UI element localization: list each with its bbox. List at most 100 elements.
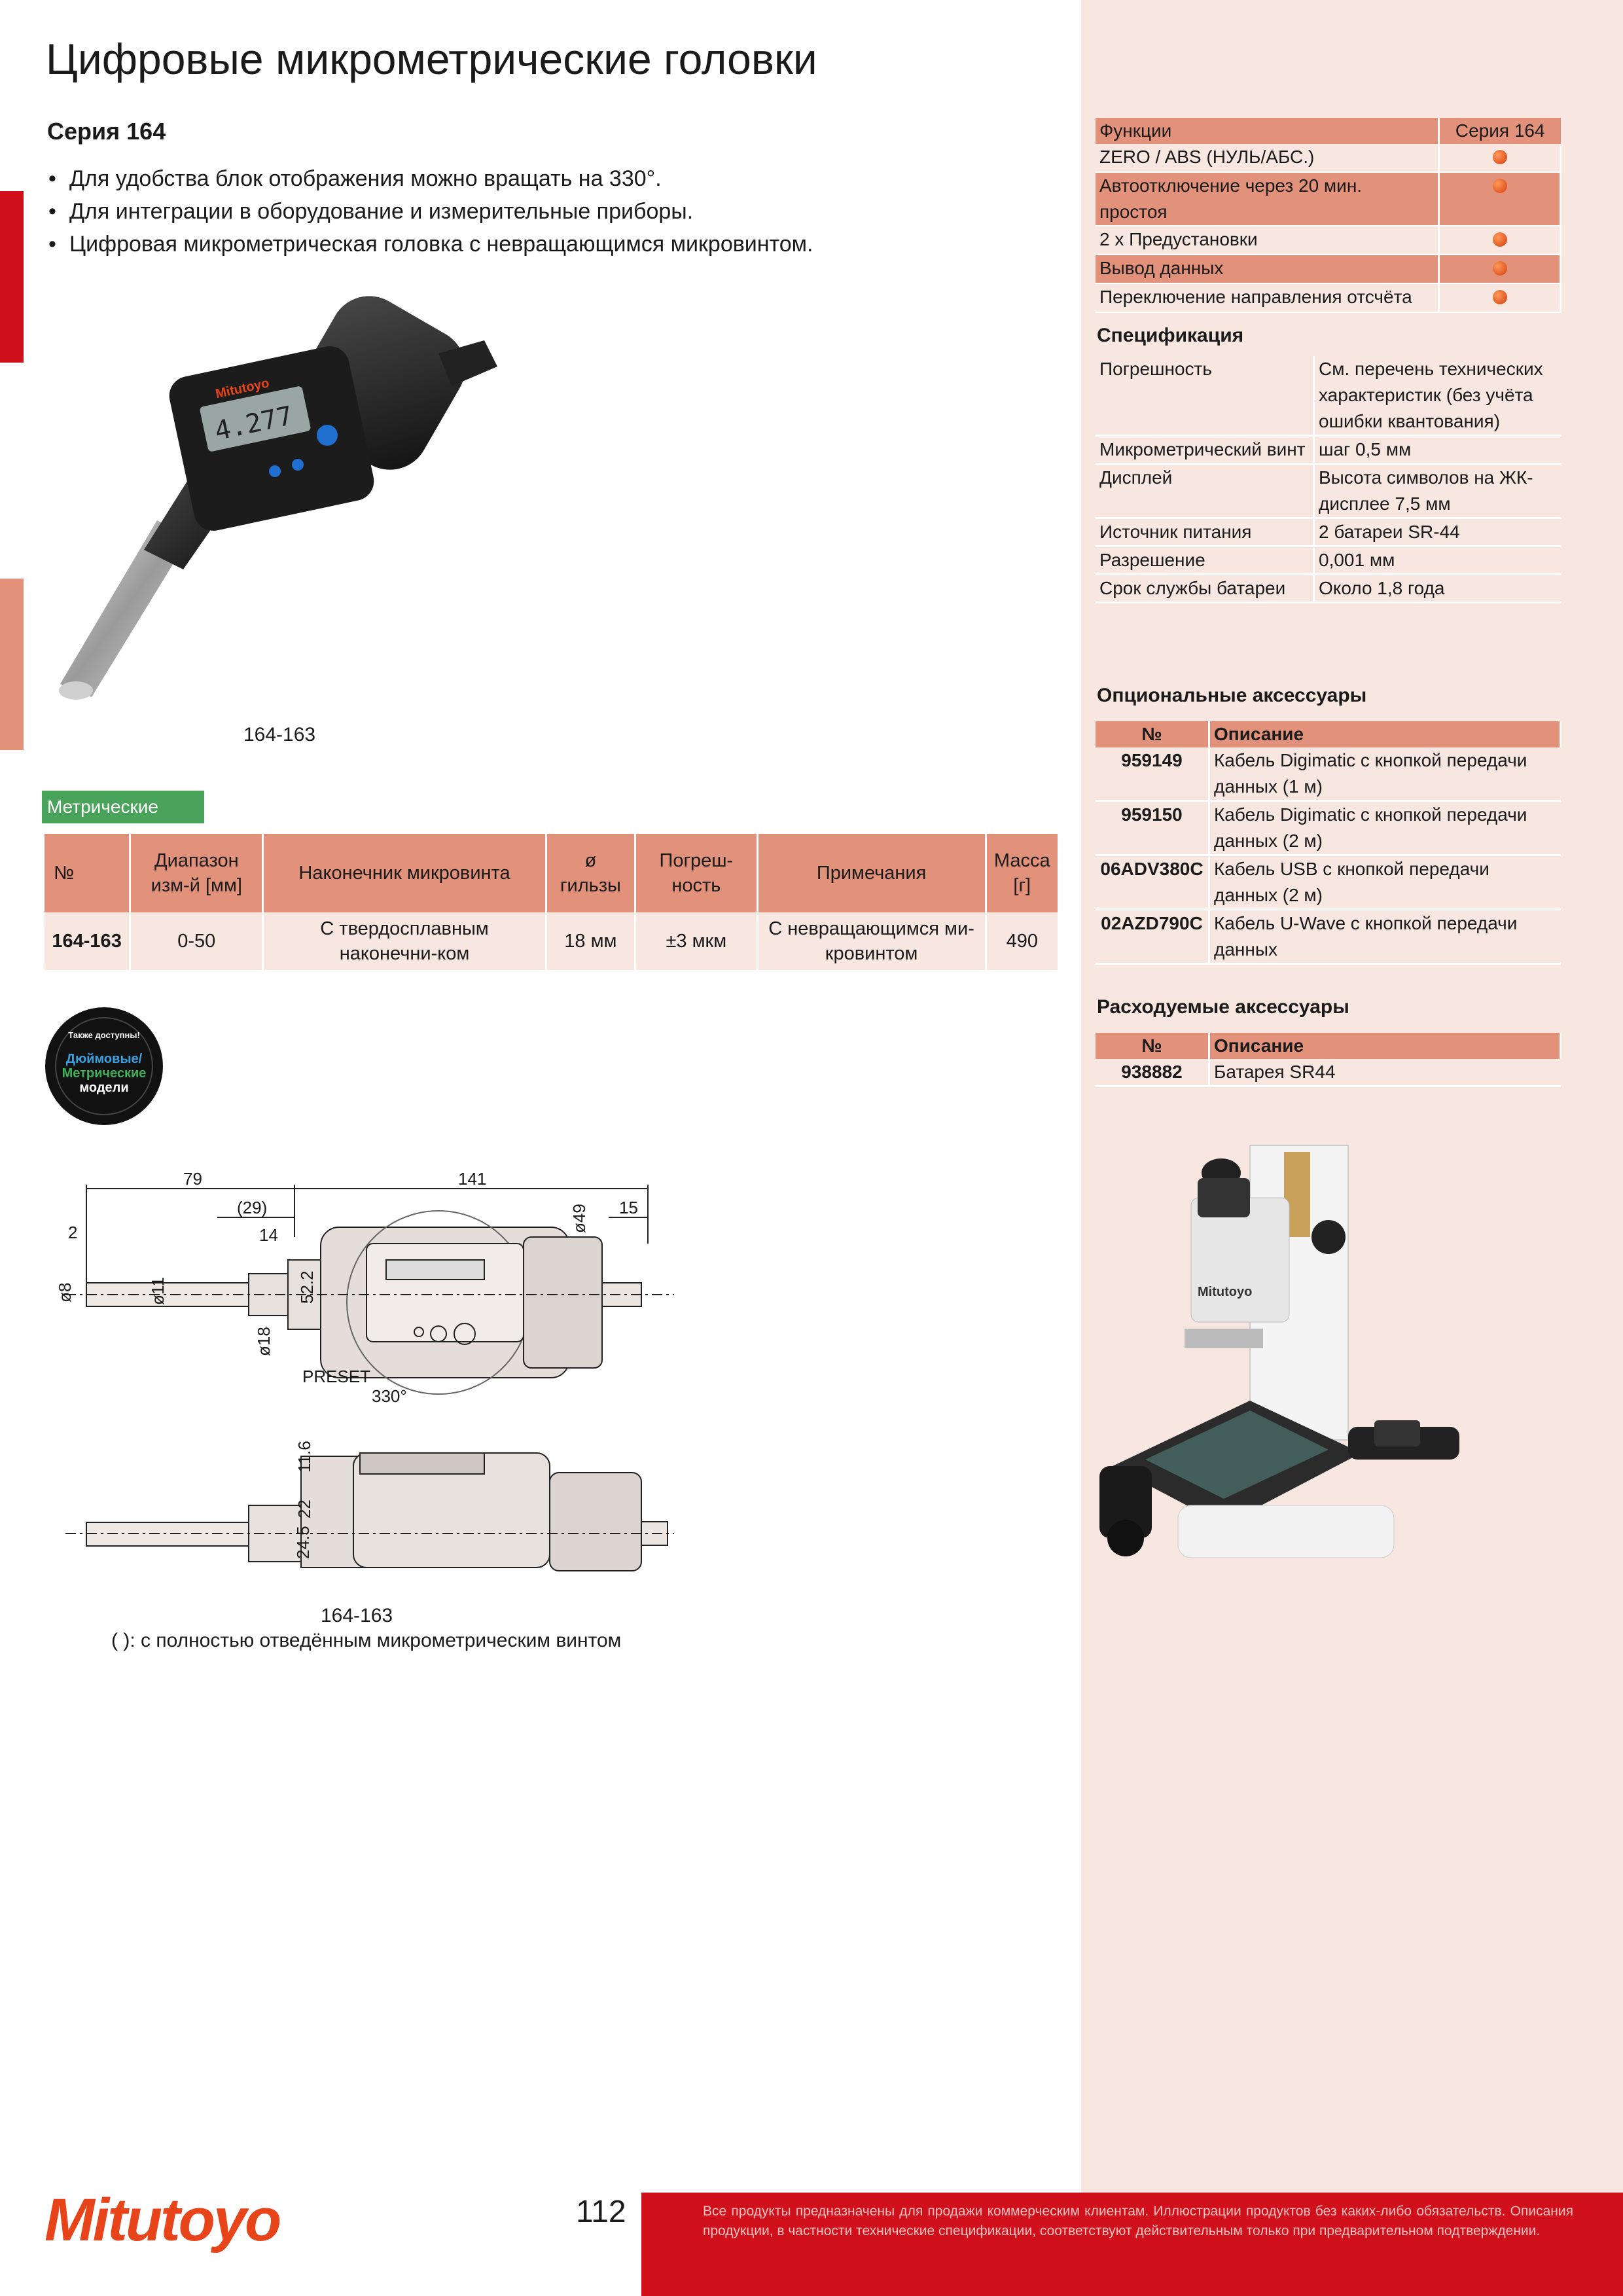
cell: 490: [986, 912, 1058, 970]
table-row: Автоотключение через 20 мин. простоя: [1096, 172, 1561, 226]
label-preset: PRESET: [302, 1367, 370, 1386]
functions-table: Функции Серия 164 ZERO / ABS (НУЛЬ/АБС.)…: [1096, 118, 1561, 313]
cell: 0,001 мм: [1313, 546, 1561, 575]
badge-line2: Метрические: [62, 1066, 147, 1081]
col-header: Описание: [1209, 1033, 1561, 1059]
availability-badge: Также доступны! Дюймовые/ Метрические мо…: [45, 1007, 163, 1125]
cell: 959149: [1096, 747, 1210, 802]
cell: ZERO / ABS (НУЛЬ/АБС.): [1096, 144, 1440, 173]
cell: Разрешение: [1096, 546, 1315, 575]
cell: Вывод данных: [1096, 255, 1440, 284]
cell: 938882: [1096, 1059, 1210, 1087]
cell: 2 батареи SR-44: [1313, 518, 1561, 547]
feature-item: Для удобства блок отображения можно вращ…: [47, 162, 813, 195]
dim-d18: ø18: [254, 1327, 274, 1356]
cell: Срок службы батареи: [1096, 574, 1315, 603]
cell: См. перечень технических характеристик (…: [1313, 356, 1561, 437]
badge-line1: Дюймовые/: [66, 1052, 143, 1066]
dim-24-5: 24.5: [293, 1526, 313, 1559]
cell: Погрешность: [1096, 356, 1315, 437]
dim-d8: ø8: [55, 1283, 75, 1302]
feature-item: Цифровая микрометрическая головка с невр…: [47, 228, 813, 260]
cell: Автоотключение через 20 мин. простоя: [1096, 172, 1440, 226]
cell: Кабель Digimatic с кнопкой передачи данн…: [1209, 747, 1561, 802]
col-header: Функции: [1096, 118, 1440, 144]
badge-top: Также доступны!: [68, 1030, 140, 1040]
footer-disclaimer: Все продукты предназначены для продажи к…: [703, 2204, 1573, 2238]
microscope-image: Mitutoyo: [1099, 1145, 1459, 1558]
col-header: Примечания: [757, 834, 987, 912]
col-header: Серия 164: [1438, 118, 1561, 144]
table-row: 164-163 0-50 С твердосплавным наконечни-…: [45, 912, 1058, 970]
optional-title: Опциональные аксессуары: [1097, 685, 1367, 706]
dim-d11: ø11: [148, 1277, 168, 1305]
dim-15: 15: [619, 1198, 638, 1217]
cell: Переключение направления отсчёта: [1096, 283, 1440, 313]
cell: Кабель USB с кнопкой передачи данных (2 …: [1209, 855, 1561, 910]
available-dot-icon: [1492, 290, 1507, 304]
spec-title: Спецификация: [1097, 325, 1244, 346]
page-title: Цифровые микрометрические головки: [46, 35, 817, 83]
dim-141: 141: [458, 1169, 486, 1189]
drawing-note: ( ): с полностью отведённым микрометриче…: [111, 1630, 622, 1651]
col-header: Масса [г]: [986, 834, 1058, 912]
table-row: Переключение направления отсчёта: [1096, 283, 1561, 313]
cell: С твердосплавным наконечни-ком: [262, 912, 547, 970]
table-row: 2 x Предустановки: [1096, 226, 1561, 255]
cell: Дисплей: [1096, 463, 1315, 519]
cell: 2 x Предустановки: [1096, 226, 1440, 255]
available-dot-icon: [1492, 261, 1507, 276]
metric-tag: Метрические: [42, 791, 204, 823]
page-number: 112: [576, 2195, 626, 2229]
technical-drawing: 79 141 (29) ø49 15 2 14 ø8 ø11 52.2 ø18 …: [55, 1169, 674, 1626]
col-header: Диапазон изм-й [мм]: [130, 834, 264, 912]
available-dot-icon: [1492, 179, 1507, 193]
col-header: Наконечник микровинта: [262, 834, 547, 912]
cell: 02AZD790C: [1096, 909, 1210, 965]
cell: С невращающимся ми-кровинтом: [757, 912, 987, 970]
cell: 06ADV380C: [1096, 855, 1210, 910]
dim-d49: ø49: [569, 1204, 589, 1233]
cell: Источник питания: [1096, 518, 1315, 547]
col-header: №: [45, 834, 132, 912]
table-header-row: № Диапазон изм-й [мм] Наконечник микрови…: [45, 834, 1058, 912]
product-caption: 164-163: [243, 724, 316, 745]
col-header: №: [1096, 721, 1210, 747]
col-header: ø гильзы: [546, 834, 637, 912]
dim-14: 14: [259, 1225, 278, 1245]
dim-29: (29): [237, 1198, 267, 1217]
cell: Кабель U-Wave с кнопкой передачи данных: [1209, 909, 1561, 965]
cell: Высота символов на ЖК-дисплее 7,5 мм: [1313, 463, 1561, 519]
col-header: Погреш-ность: [635, 834, 758, 912]
cell: Микрометрический винт: [1096, 435, 1315, 465]
cell: 18 мм: [546, 912, 637, 970]
label-330: 330°: [372, 1386, 407, 1406]
series-subtitle: Серия 164: [47, 118, 166, 145]
cell: Батарея SR44: [1209, 1059, 1561, 1087]
footer-band: [641, 2193, 1623, 2296]
product-table: № Диапазон изм-й [мм] Наконечник микрови…: [45, 834, 1058, 970]
badge-line3: модели: [79, 1081, 128, 1095]
available-dot-icon: [1492, 150, 1507, 164]
table-row: Вывод данных: [1096, 255, 1561, 284]
consumable-title: Расходуемые аксессуары: [1097, 996, 1349, 1018]
col-header: Описание: [1209, 721, 1561, 747]
cell: Около 1,8 года: [1313, 574, 1561, 603]
feature-item: Для интеграции в оборудование и измерите…: [47, 195, 813, 228]
col-header: №: [1096, 1033, 1210, 1059]
available-dot-icon: [1492, 232, 1507, 247]
cell: 959150: [1096, 800, 1210, 856]
